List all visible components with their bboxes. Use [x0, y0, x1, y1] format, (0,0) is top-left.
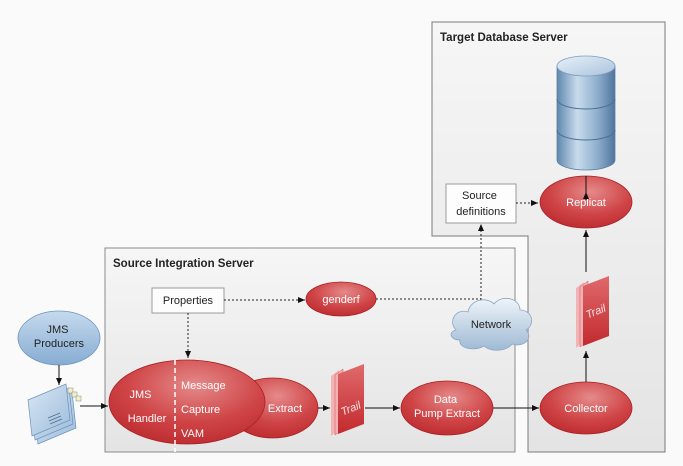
- properties-label: Properties: [163, 295, 214, 307]
- source-definitions-label: Source definitions: [456, 190, 506, 218]
- genderf-to-source-definitions-arrow: [376, 224, 484, 300]
- jms-handler-vam-process[interactable]: [108, 359, 266, 445]
- replicat-label: Replicat: [566, 197, 606, 209]
- message-capture-vam-label: Message Capture VAM: [181, 380, 229, 440]
- genderf-label: genderf: [322, 294, 360, 306]
- network-cloud-icon: [450, 297, 533, 351]
- jms-producers-label: JMS Producers: [34, 324, 85, 350]
- source-region-title: Source Integration Server: [113, 258, 254, 270]
- messages-envelopes-icon: [27, 383, 82, 445]
- extract-label: Extract: [268, 403, 302, 415]
- data-pump-extract-label: Data Pump Extract: [414, 394, 480, 420]
- source-definitions-box[interactable]: [445, 183, 517, 224]
- database-icon: [556, 55, 616, 171]
- properties-box[interactable]: [151, 287, 225, 314]
- trail-target-icon[interactable]: Trail: [576, 276, 609, 348]
- target-region-title: Target Database Server: [440, 32, 568, 44]
- jms-handler-label: JMS Handler: [128, 389, 167, 425]
- database-arrowhead: [583, 192, 589, 199]
- network-label: Network: [471, 319, 512, 331]
- trail-source-icon[interactable]: Trail: [331, 364, 364, 436]
- collector-label: Collector: [564, 403, 608, 415]
- dotted-connectors: [185, 200, 538, 358]
